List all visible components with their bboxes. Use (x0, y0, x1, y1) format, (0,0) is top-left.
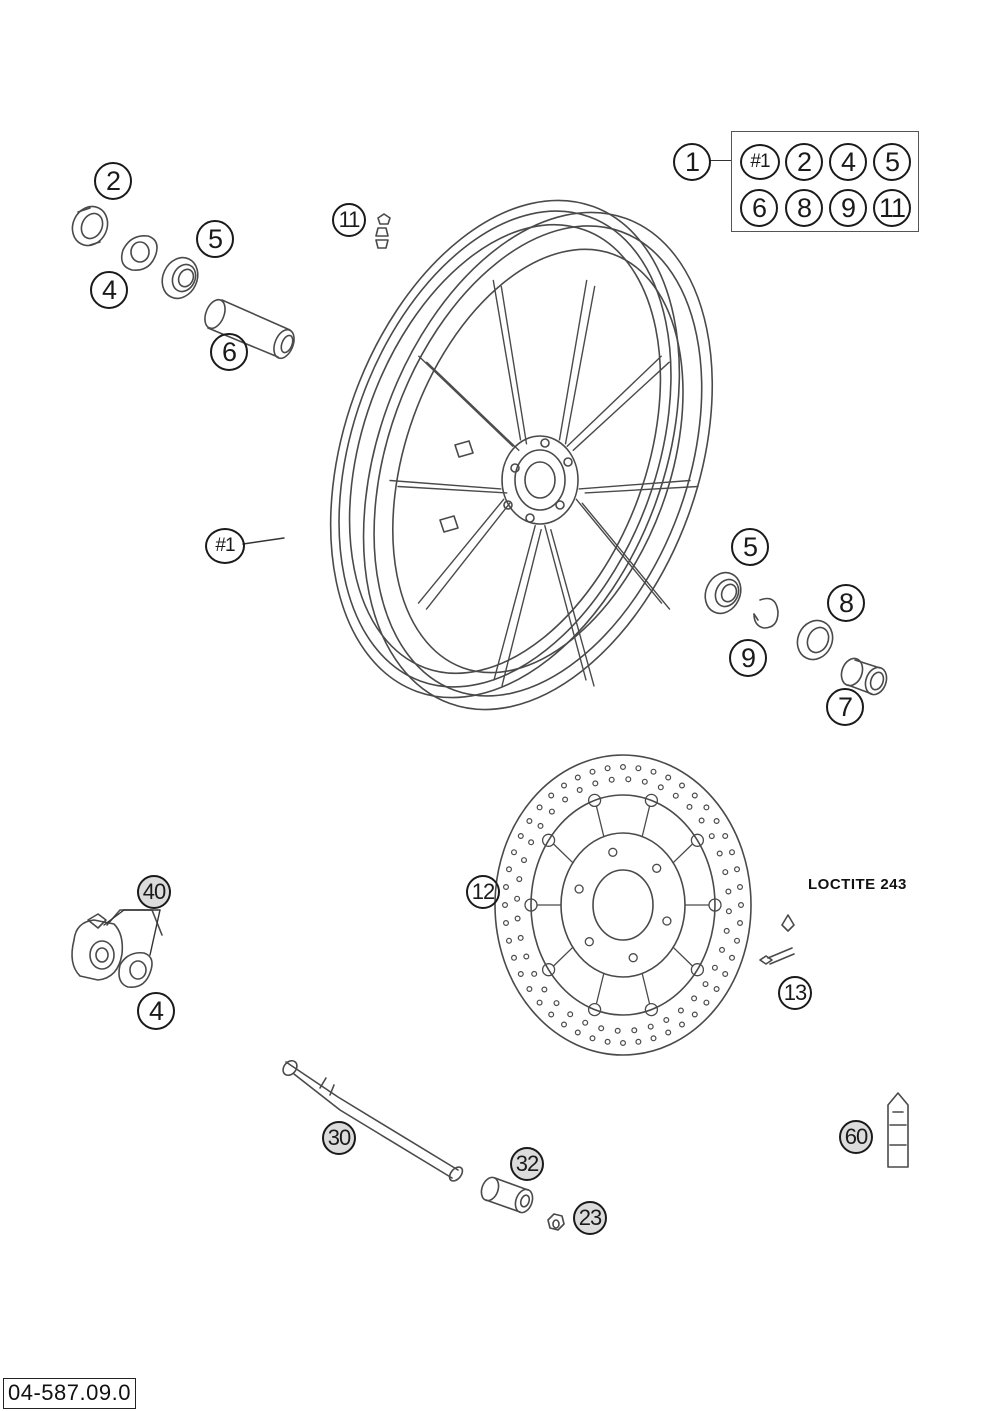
callout-axle[interactable]: 30 (322, 1121, 356, 1155)
callout-loctite-tube[interactable]: 60 (839, 1120, 873, 1154)
callout-distance-sleeve[interactable]: 6 (210, 333, 248, 371)
seal-right-drawing (796, 619, 834, 661)
nut-drawing (547, 1213, 565, 1231)
kit-member-9[interactable]: 9 (829, 189, 867, 227)
bearing-right-drawing (704, 571, 742, 615)
axle-sleeve-drawing (480, 1176, 534, 1214)
kit-member-wheel[interactable]: #1 (740, 144, 780, 180)
kit-contents-box (731, 131, 919, 232)
speedo-drive-drawing (71, 909, 163, 989)
callout-circlip[interactable]: 9 (729, 639, 767, 677)
callout-bearing-right[interactable]: 5 (731, 528, 769, 566)
callout-seal-left[interactable]: 2 (94, 162, 132, 200)
kit-member-5[interactable]: 5 (873, 143, 911, 181)
callout-nut[interactable]: 23 (573, 1201, 607, 1235)
kit-member-2[interactable]: 2 (785, 143, 823, 181)
callout-valve[interactable]: 11 (332, 203, 366, 237)
kit-member-6[interactable]: 6 (740, 189, 778, 227)
wheel-spokes (389, 279, 699, 687)
kit-member-4[interactable]: 4 (829, 143, 867, 181)
kit-member-11[interactable]: 11 (873, 189, 911, 227)
callout-disc-screw[interactable]: 13 (778, 976, 812, 1010)
document-number: 04-587.09.0 (3, 1378, 136, 1409)
wheel-hub (439, 435, 579, 533)
loctite-label: LOCTITE 243 (808, 876, 907, 893)
disc-screw-drawing (759, 914, 795, 965)
callout-bearing-left[interactable]: 5 (196, 220, 234, 258)
brake-disc-drawing (494, 754, 752, 1056)
callout-spacer-ring-left[interactable]: 4 (90, 271, 128, 309)
bearing-left-drawing (161, 256, 199, 300)
leader-lines (103, 537, 285, 956)
callout-brake-disc[interactable]: 12 (466, 875, 500, 909)
spacer-right-drawing (840, 657, 888, 696)
spacer-ring-left-drawing (120, 234, 158, 271)
kit-member-8[interactable]: 8 (785, 189, 823, 227)
front-wheel-drawing (329, 199, 714, 711)
axle-drawing (282, 1059, 464, 1182)
valve-drawing (375, 213, 391, 249)
callout-spacer-right[interactable]: 7 (826, 688, 864, 726)
callout-seal-right[interactable]: 8 (827, 584, 865, 622)
callout-wheel[interactable]: #1 (205, 528, 245, 564)
callout-axle-sleeve[interactable]: 32 (510, 1147, 544, 1181)
callout-speedo-ring[interactable]: 4 (137, 992, 175, 1030)
circlip-drawing (753, 597, 779, 629)
seal-left-drawing (71, 205, 109, 247)
kit-leader-line (709, 160, 731, 161)
callout-speedo-drive[interactable]: 40 (137, 875, 171, 909)
callout-kit-1[interactable]: 1 (673, 143, 711, 181)
loctite-tube-drawing (887, 1092, 909, 1168)
